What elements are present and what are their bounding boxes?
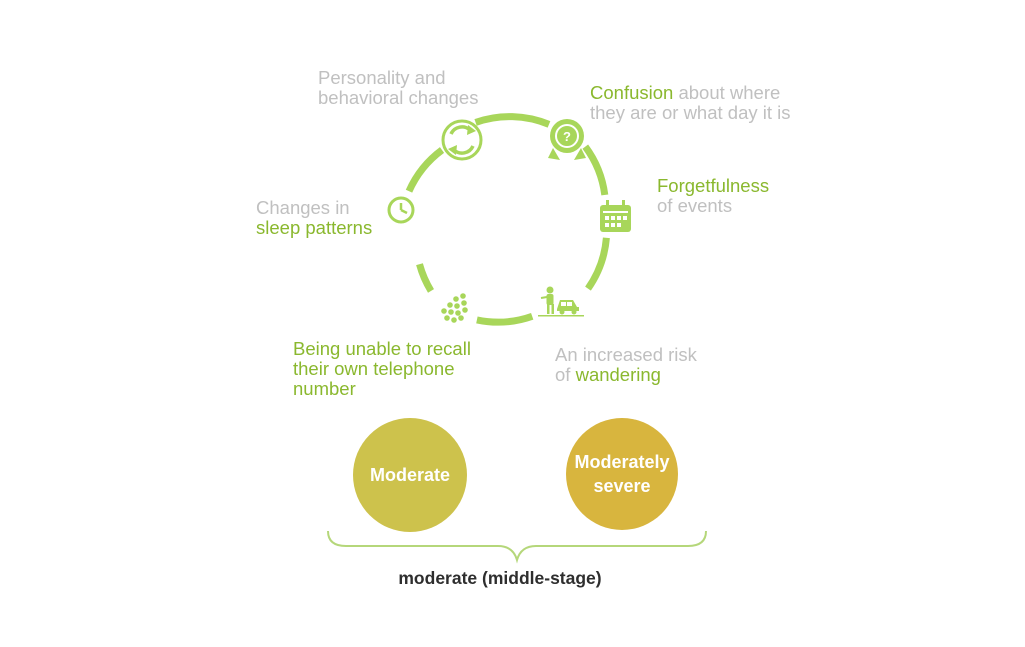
wandering-line1: An increased risk <box>555 344 697 365</box>
telephone-line1: Being unable to recall <box>293 338 471 359</box>
confusion-label: Confusion about where they are or what d… <box>590 83 791 123</box>
cycle-arrows-icon <box>441 119 483 161</box>
telephone-line3: number <box>293 378 356 399</box>
dots-cluster-icon <box>441 293 468 323</box>
confusion-line1-rest: about where <box>673 82 781 103</box>
cycle-ring <box>405 113 610 326</box>
personality-line2: behavioral changes <box>318 87 479 108</box>
stage-moderately-severe-line2: severe <box>593 476 651 496</box>
wandering-highlight: wandering <box>575 364 661 385</box>
stage-brace <box>327 530 707 564</box>
stage-group-label: moderate (middle-stage) <box>398 568 602 588</box>
telephone-label: Being unable to recall their own telepho… <box>293 339 471 399</box>
stage-moderate-circle: Moderate <box>353 418 467 532</box>
sleep-label: Changes in sleep patterns <box>256 198 372 238</box>
sleep-line1: Changes in <box>256 197 350 218</box>
stage-moderately-severe-circle: Moderately severe <box>566 418 678 530</box>
stage-moderately-severe-line1: Moderately <box>574 452 670 472</box>
confusion-line2: they are or what day it is <box>590 102 791 123</box>
personality-line1: Personality and <box>318 67 446 88</box>
stage-moderate-label: Moderate <box>369 465 450 485</box>
wandering-prefix: of <box>555 364 576 385</box>
forgetfulness-line2: of events <box>657 195 733 216</box>
svg-text:?: ? <box>563 129 571 144</box>
person-car-icon <box>538 286 584 317</box>
question-badge-icon: ? <box>548 119 586 160</box>
confusion-highlight: Confusion <box>590 82 674 103</box>
sleep-line2: sleep patterns <box>256 217 373 238</box>
clock-moon-icon <box>387 196 427 239</box>
forgetfulness-line1: Forgetfulness <box>657 175 770 196</box>
personality-label: Personality and behavioral changes <box>318 68 478 108</box>
wandering-label: An increased risk of wandering <box>555 345 697 385</box>
ring-segment-top <box>474 113 551 128</box>
calendar-icon <box>600 200 631 232</box>
ring-segment-upper-left <box>405 147 445 193</box>
ring-segment-upper-right <box>582 144 609 196</box>
forgetfulness-label: Forgetfulness of events <box>657 176 769 216</box>
ring-segment-lower-right <box>585 237 610 291</box>
ring-segment-bottom <box>476 312 534 326</box>
telephone-line2: their own telephone <box>293 358 455 379</box>
ring-segment-lower-left <box>416 263 435 293</box>
